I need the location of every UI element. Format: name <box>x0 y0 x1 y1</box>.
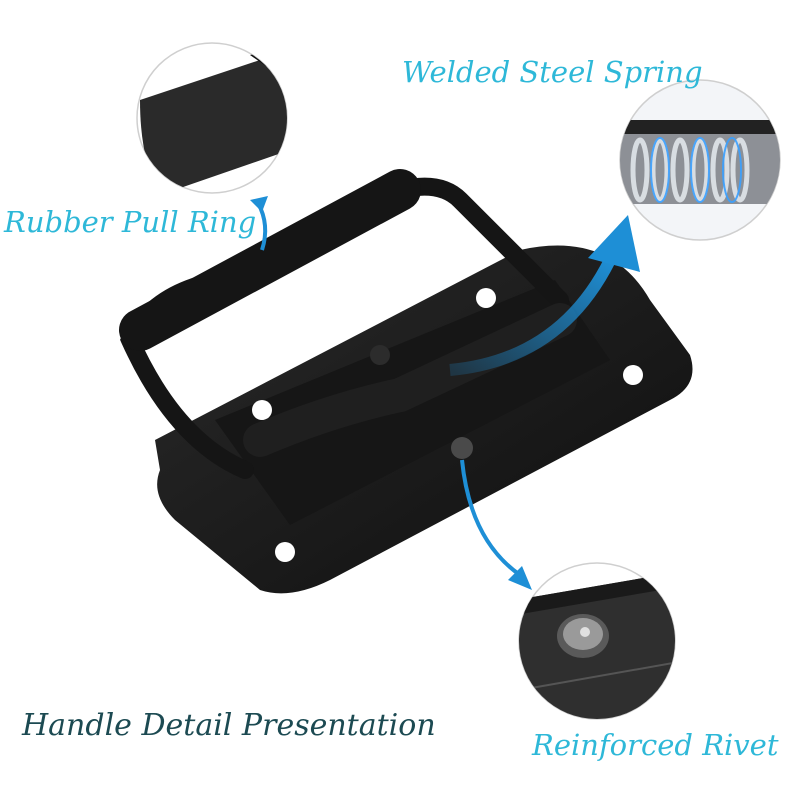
mount-hole <box>623 365 643 385</box>
handle-bail <box>119 169 577 479</box>
presentation-title: Handle Detail Presentation <box>22 708 436 743</box>
mount-hole <box>252 400 272 420</box>
callout-reinforced-rivet: Reinforced Rivet <box>532 728 779 762</box>
detail-rivet <box>518 562 676 720</box>
mount-hole <box>275 542 295 562</box>
mount-hole <box>476 288 496 308</box>
arrow-head-icon <box>508 566 532 590</box>
arrow-head-icon <box>588 215 640 272</box>
detail-spring <box>619 79 781 241</box>
arrow-head-icon <box>250 196 268 212</box>
callout-arrows <box>250 196 640 590</box>
detail-rubber-grip <box>136 42 288 194</box>
rivet <box>451 437 473 459</box>
callout-rubber-pull-ring: Rubber Pull Ring <box>4 205 257 239</box>
callout-welded-steel-spring: Welded Steel Spring <box>402 55 703 89</box>
